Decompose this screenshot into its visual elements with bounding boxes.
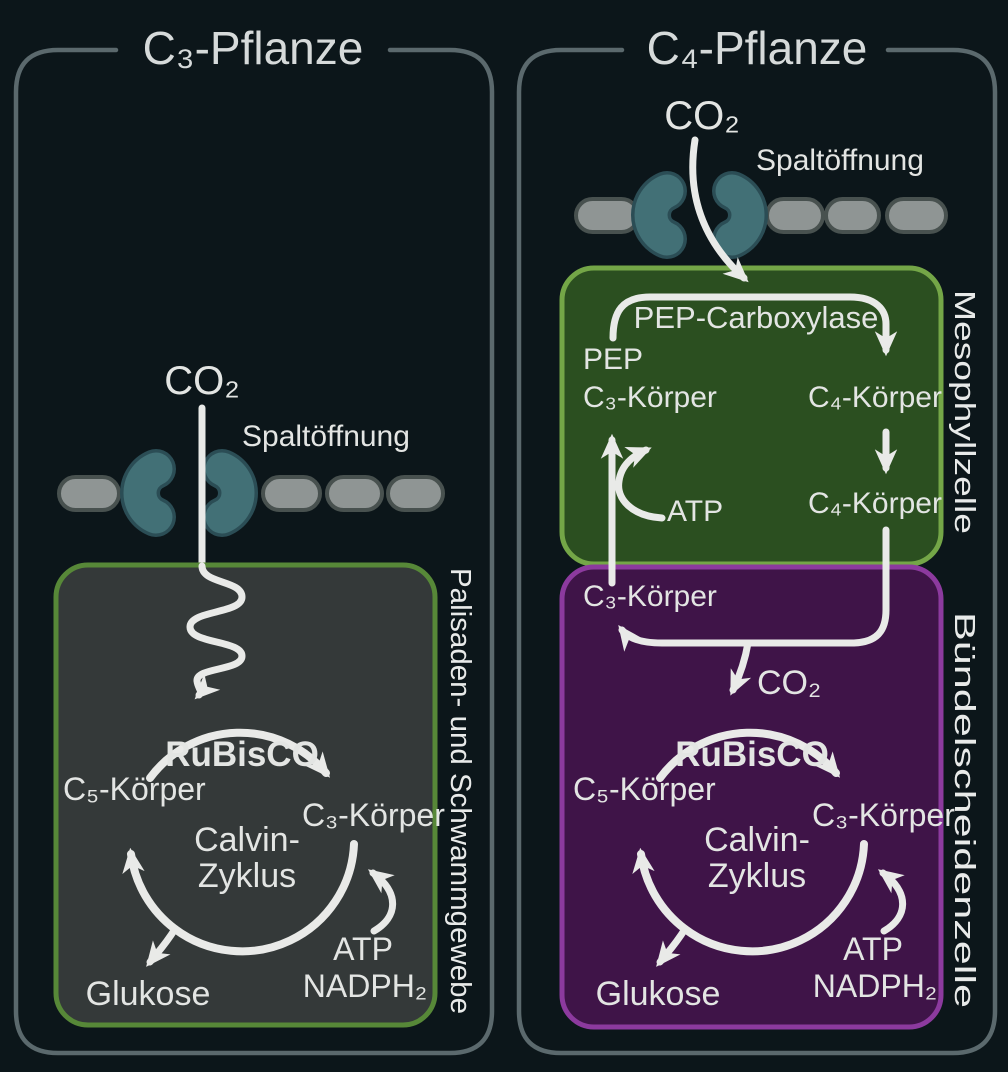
epidermis-cell (261, 475, 322, 512)
glucose-label: Glukose (86, 975, 211, 1013)
c4-body-label-2: C₄-Körper (808, 487, 942, 520)
pep-label: PEP (583, 343, 643, 376)
c3-tissue-label: Palisaden- und Schwammgewebe (444, 568, 476, 1014)
c4-panel: C₄-Pflanze CO₂ Spaltöffnung Mesophyllzel… (516, 22, 998, 1056)
atp-join-arrow (615, 446, 666, 522)
epidermis-cell (824, 197, 881, 234)
c4-body-label-1: C₄-Körper (808, 381, 942, 414)
c4-stoma-label: Spaltöffnung (756, 144, 924, 177)
c3-stoma-label: Spaltöffnung (242, 420, 410, 453)
glucose-branch-arrow (656, 925, 689, 967)
c4-panel-title: C₄-Pflanze (647, 22, 868, 74)
bundle-sheath-cell-label: Bündelscheidenzelle (948, 612, 980, 1008)
nadph-label: NADPH₂ (813, 968, 937, 1004)
mesophyll-cell-box (559, 265, 944, 567)
c3-co2-diffusion-squiggle (186, 562, 246, 700)
co2-release-arrow (729, 639, 752, 696)
bundle-co2-label: CO₂ (757, 664, 821, 702)
calvin-arc-top (656, 728, 841, 782)
nadph-label: NADPH₂ (303, 968, 427, 1004)
c4-shuttle-arrow (618, 526, 890, 652)
mesophyll-atp-label: ATP (667, 495, 723, 528)
c4-calvin-cycle: RuBisCO C₅-Körper C₃-Körper Calvin- Zykl… (573, 728, 955, 1013)
guard-cell-left (123, 452, 173, 534)
pep-carboxylase-arrow (609, 293, 898, 357)
atp-label: ATP (843, 931, 903, 967)
calvin-name-line2: Zyklus (708, 857, 806, 895)
mesophyll-cell-label: Mesophyllzelle (948, 290, 980, 534)
c3-co2-label: CO₂ (164, 359, 240, 403)
rubisco-label: RuBisCO (675, 735, 829, 774)
calvin-arc-bottom (681, 840, 868, 956)
epidermis-cell (386, 475, 445, 512)
c3-epidermis-row (57, 449, 445, 537)
atp-label: ATP (333, 931, 393, 967)
mesophyll-c3-body-label: C₃-Körper (583, 381, 717, 414)
c4-epidermis-row (574, 171, 948, 259)
c4-panel-border (516, 47, 998, 1056)
epidermis-cell (57, 475, 121, 512)
guard-cell-left (634, 174, 684, 256)
c3-panel-border (13, 47, 495, 1056)
calvin-arc-bottom (171, 840, 358, 956)
epidermis-cell (885, 197, 948, 234)
epidermis-cell (325, 475, 384, 512)
c3-calvin-cycle: RuBisCO C₅-Körper C₃-Körper Calvin- Zykl… (63, 728, 445, 1013)
c3-body-label: C₃-Körper (302, 797, 445, 833)
glucose-label: Glukose (596, 975, 721, 1013)
calvin-name-line2: Zyklus (198, 857, 296, 895)
glucose-branch-arrow (146, 925, 179, 967)
c4-co2-label: CO₂ (664, 94, 740, 138)
epidermis-cell (574, 197, 640, 234)
guard-cell-right (715, 174, 765, 256)
bundle-sheath-cell-box (559, 564, 944, 1030)
bundle-c3-body-label: C₃-Körper (583, 580, 717, 613)
c5-body-label: C₅-Körper (573, 771, 716, 807)
rubisco-label: RuBisCO (165, 735, 319, 774)
c5-body-label: C₅-Körper (63, 771, 206, 807)
calvin-name-line1: Calvin- (194, 821, 300, 859)
pep-carboxylase-label: PEP-Carboxylase (634, 300, 879, 335)
c3-body-label: C₃-Körper (812, 797, 955, 833)
c4-co2-entry-arrow (689, 136, 749, 283)
calvin-arc-left (632, 847, 689, 933)
atp-input-arrow (367, 869, 397, 935)
calvin-name-line1: Calvin- (704, 821, 810, 859)
atp-input-arrow (877, 869, 907, 935)
epidermis-cell (765, 197, 825, 234)
c3-panel-title: C₃-Pflanze (143, 22, 364, 74)
calvin-arc-top (146, 728, 331, 782)
c3-panel: C₃-Pflanze CO₂ Spaltöffnung Palisaden- u… (13, 22, 495, 1056)
guard-cell-right (205, 452, 255, 534)
calvin-arc-left (122, 847, 179, 933)
